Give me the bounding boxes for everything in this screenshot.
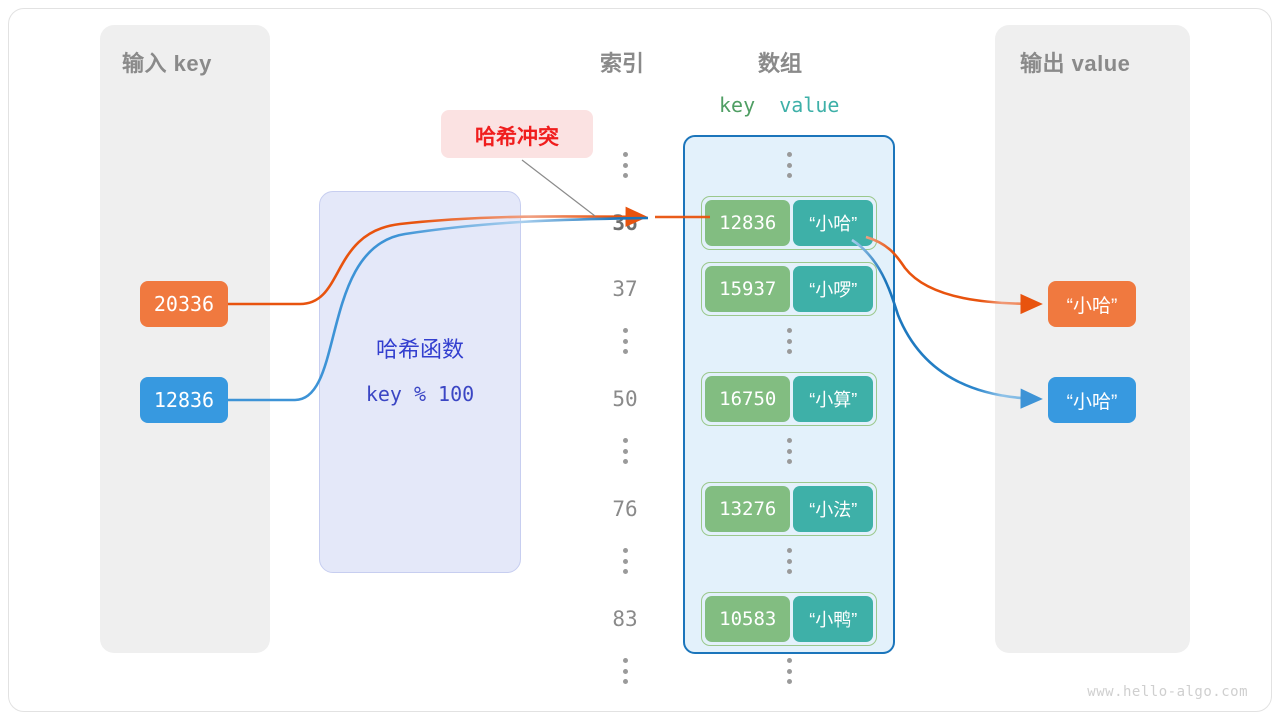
array-index-83: 83	[612, 607, 638, 631]
hash-function-box: 哈希函数 key % 100	[319, 191, 521, 573]
index-ellipsis	[620, 548, 630, 574]
array-index-37: 37	[612, 277, 638, 301]
index-ellipsis	[620, 152, 630, 178]
index-ellipsis	[620, 328, 630, 354]
cell-key: 13276	[705, 486, 791, 532]
index-column-heading: 索引	[600, 51, 645, 76]
index-ellipsis	[620, 438, 630, 464]
array-ellipsis	[784, 548, 794, 574]
output-panel	[995, 25, 1190, 653]
hash-collision-badge: 哈希冲突	[441, 110, 593, 158]
array-index-50: 50	[612, 387, 638, 411]
input-key-chip-12836: 12836	[140, 377, 228, 423]
cell-value: “小法”	[793, 486, 873, 532]
table-row: 16750“小算”	[701, 372, 877, 426]
table-row: 13276“小法”	[701, 482, 877, 536]
cell-key: 12836	[705, 200, 791, 246]
table-row: 12836“小哈”	[701, 196, 877, 250]
hash-function-title: 哈希函数	[375, 337, 464, 362]
cell-value: “小算”	[793, 376, 873, 422]
table-row: 10583“小鸭”	[701, 592, 877, 646]
key-value-heading: key value	[719, 93, 839, 117]
value-heading-label: value	[779, 93, 840, 117]
cell-key: 15937	[705, 266, 791, 312]
table-row: 15937“小啰”	[701, 262, 877, 316]
hash-function-expression: key % 100	[365, 382, 475, 406]
array-ellipsis	[784, 152, 794, 178]
index-ellipsis	[620, 658, 630, 684]
cell-key: 16750	[705, 376, 791, 422]
cell-key: 10583	[705, 596, 791, 642]
cell-value: “小鸭”	[793, 596, 873, 642]
array-column-heading: 数组	[758, 51, 803, 76]
array-index-36: 36	[612, 211, 638, 235]
array-index-76: 76	[612, 497, 638, 521]
watermark: www.hello-algo.com	[1087, 684, 1248, 700]
array-ellipsis	[784, 438, 794, 464]
key-heading-label: key	[719, 93, 756, 117]
cell-value: “小哈”	[793, 200, 873, 246]
output-value-chip-blue: “小哈”	[1048, 377, 1136, 423]
input-panel-title: 输入 key	[122, 51, 212, 76]
output-panel-title: 输出 value	[1020, 51, 1131, 76]
array-ellipsis	[784, 658, 794, 684]
hash-collision-label: 哈希冲突	[475, 126, 559, 149]
cell-value: “小啰”	[793, 266, 873, 312]
input-key-chip-20336: 20336	[140, 281, 228, 327]
array-ellipsis	[784, 328, 794, 354]
input-panel	[100, 25, 270, 653]
output-value-chip-orange: “小哈”	[1048, 281, 1136, 327]
